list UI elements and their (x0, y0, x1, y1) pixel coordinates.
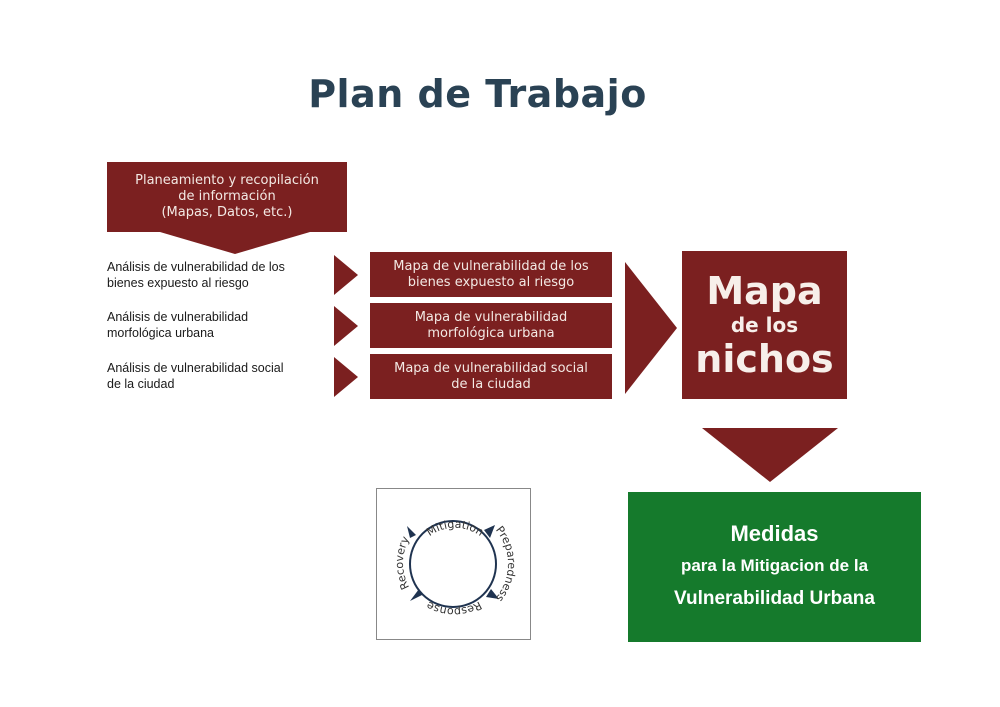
map-box-urban-morphology: Mapa de vulnerabilidad morfológica urban… (370, 303, 612, 348)
measures-line-2: para la Mitigacion de la (680, 556, 869, 575)
cycle-arrowhead-bottom-right (486, 589, 499, 599)
analysis-2-line-2: morfológica urbana (107, 326, 215, 340)
planning-line-3: (Mapas, Datos, etc.) (161, 205, 293, 220)
analysis-item-exposed-goods: Análisis de vulnerabilidad de los bienes… (107, 259, 322, 291)
measures-line-3: Vulnerabilidad Urbana (674, 588, 875, 609)
map-2-line-2: morfológica urbana (427, 325, 555, 341)
right-arrow-2 (334, 306, 358, 346)
planning-box: Planeamiento y recopilación de informaci… (107, 162, 347, 232)
analysis-3-line-2: de la ciudad (107, 377, 175, 391)
disaster-cycle-diagram: Mitigation Preparedness Response Recover… (376, 488, 531, 640)
cycle-ring (409, 520, 497, 608)
analysis-2-line-1: Análisis de vulnerabilidad (107, 310, 249, 324)
cycle-label-recovery: Recovery (393, 534, 412, 592)
map-box-social: Mapa de vulnerabilidad social de la ciud… (370, 354, 612, 399)
map-3-line-1: Mapa de vulnerabilidad social (394, 360, 588, 376)
cycle-arrowhead-top-right (484, 525, 495, 538)
map-3-line-2: de la ciudad (451, 376, 531, 392)
cycle-arrowhead-bottom-left (410, 589, 422, 601)
page-title: Plan de Trabajo (308, 72, 647, 116)
analysis-1-line-2: bienes expuesto al riesgo (107, 276, 249, 290)
map-2-line-1: Mapa de vulnerabilidad (414, 309, 568, 325)
planning-line-2: de información (178, 189, 276, 204)
analysis-item-social: Análisis de vulnerabilidad social de la … (107, 360, 322, 392)
big-down-arrow (702, 428, 838, 482)
cycle-arrowhead-top-left (407, 526, 416, 538)
right-arrow-3 (334, 357, 358, 397)
analysis-item-urban-morphology: Análisis de vulnerabilidad morfológica u… (107, 309, 322, 341)
analysis-3-line-1: Análisis de vulnerabilidad social (107, 361, 284, 375)
cycle-label-response: Response (424, 599, 484, 619)
map-1-line-2: bienes expuesto al riesgo (407, 274, 575, 290)
planning-line-1: Planeamiento y recopilación (135, 173, 319, 188)
map-1-line-1: Mapa de vulnerabilidad de los (393, 258, 589, 274)
measures-box: Medidas para la Mitigacion de la Vulnera… (628, 492, 921, 642)
niches-line-1: Mapa (706, 269, 823, 313)
right-arrow-1 (334, 255, 358, 295)
niches-line-3: nichos (695, 337, 834, 381)
disaster-cycle-svg: Mitigation Preparedness Response Recover… (393, 518, 518, 619)
big-right-arrow (625, 262, 677, 394)
planning-down-arrow (160, 232, 310, 254)
niches-line-2: de los (730, 313, 799, 337)
niches-map-box: Mapa de los nichos (682, 251, 847, 399)
analysis-1-line-1: Análisis de vulnerabilidad de los (107, 260, 285, 274)
map-box-exposed-goods: Mapa de vulnerabilidad de los bienes exp… (370, 252, 612, 297)
measures-line-1: Medidas (730, 521, 819, 546)
